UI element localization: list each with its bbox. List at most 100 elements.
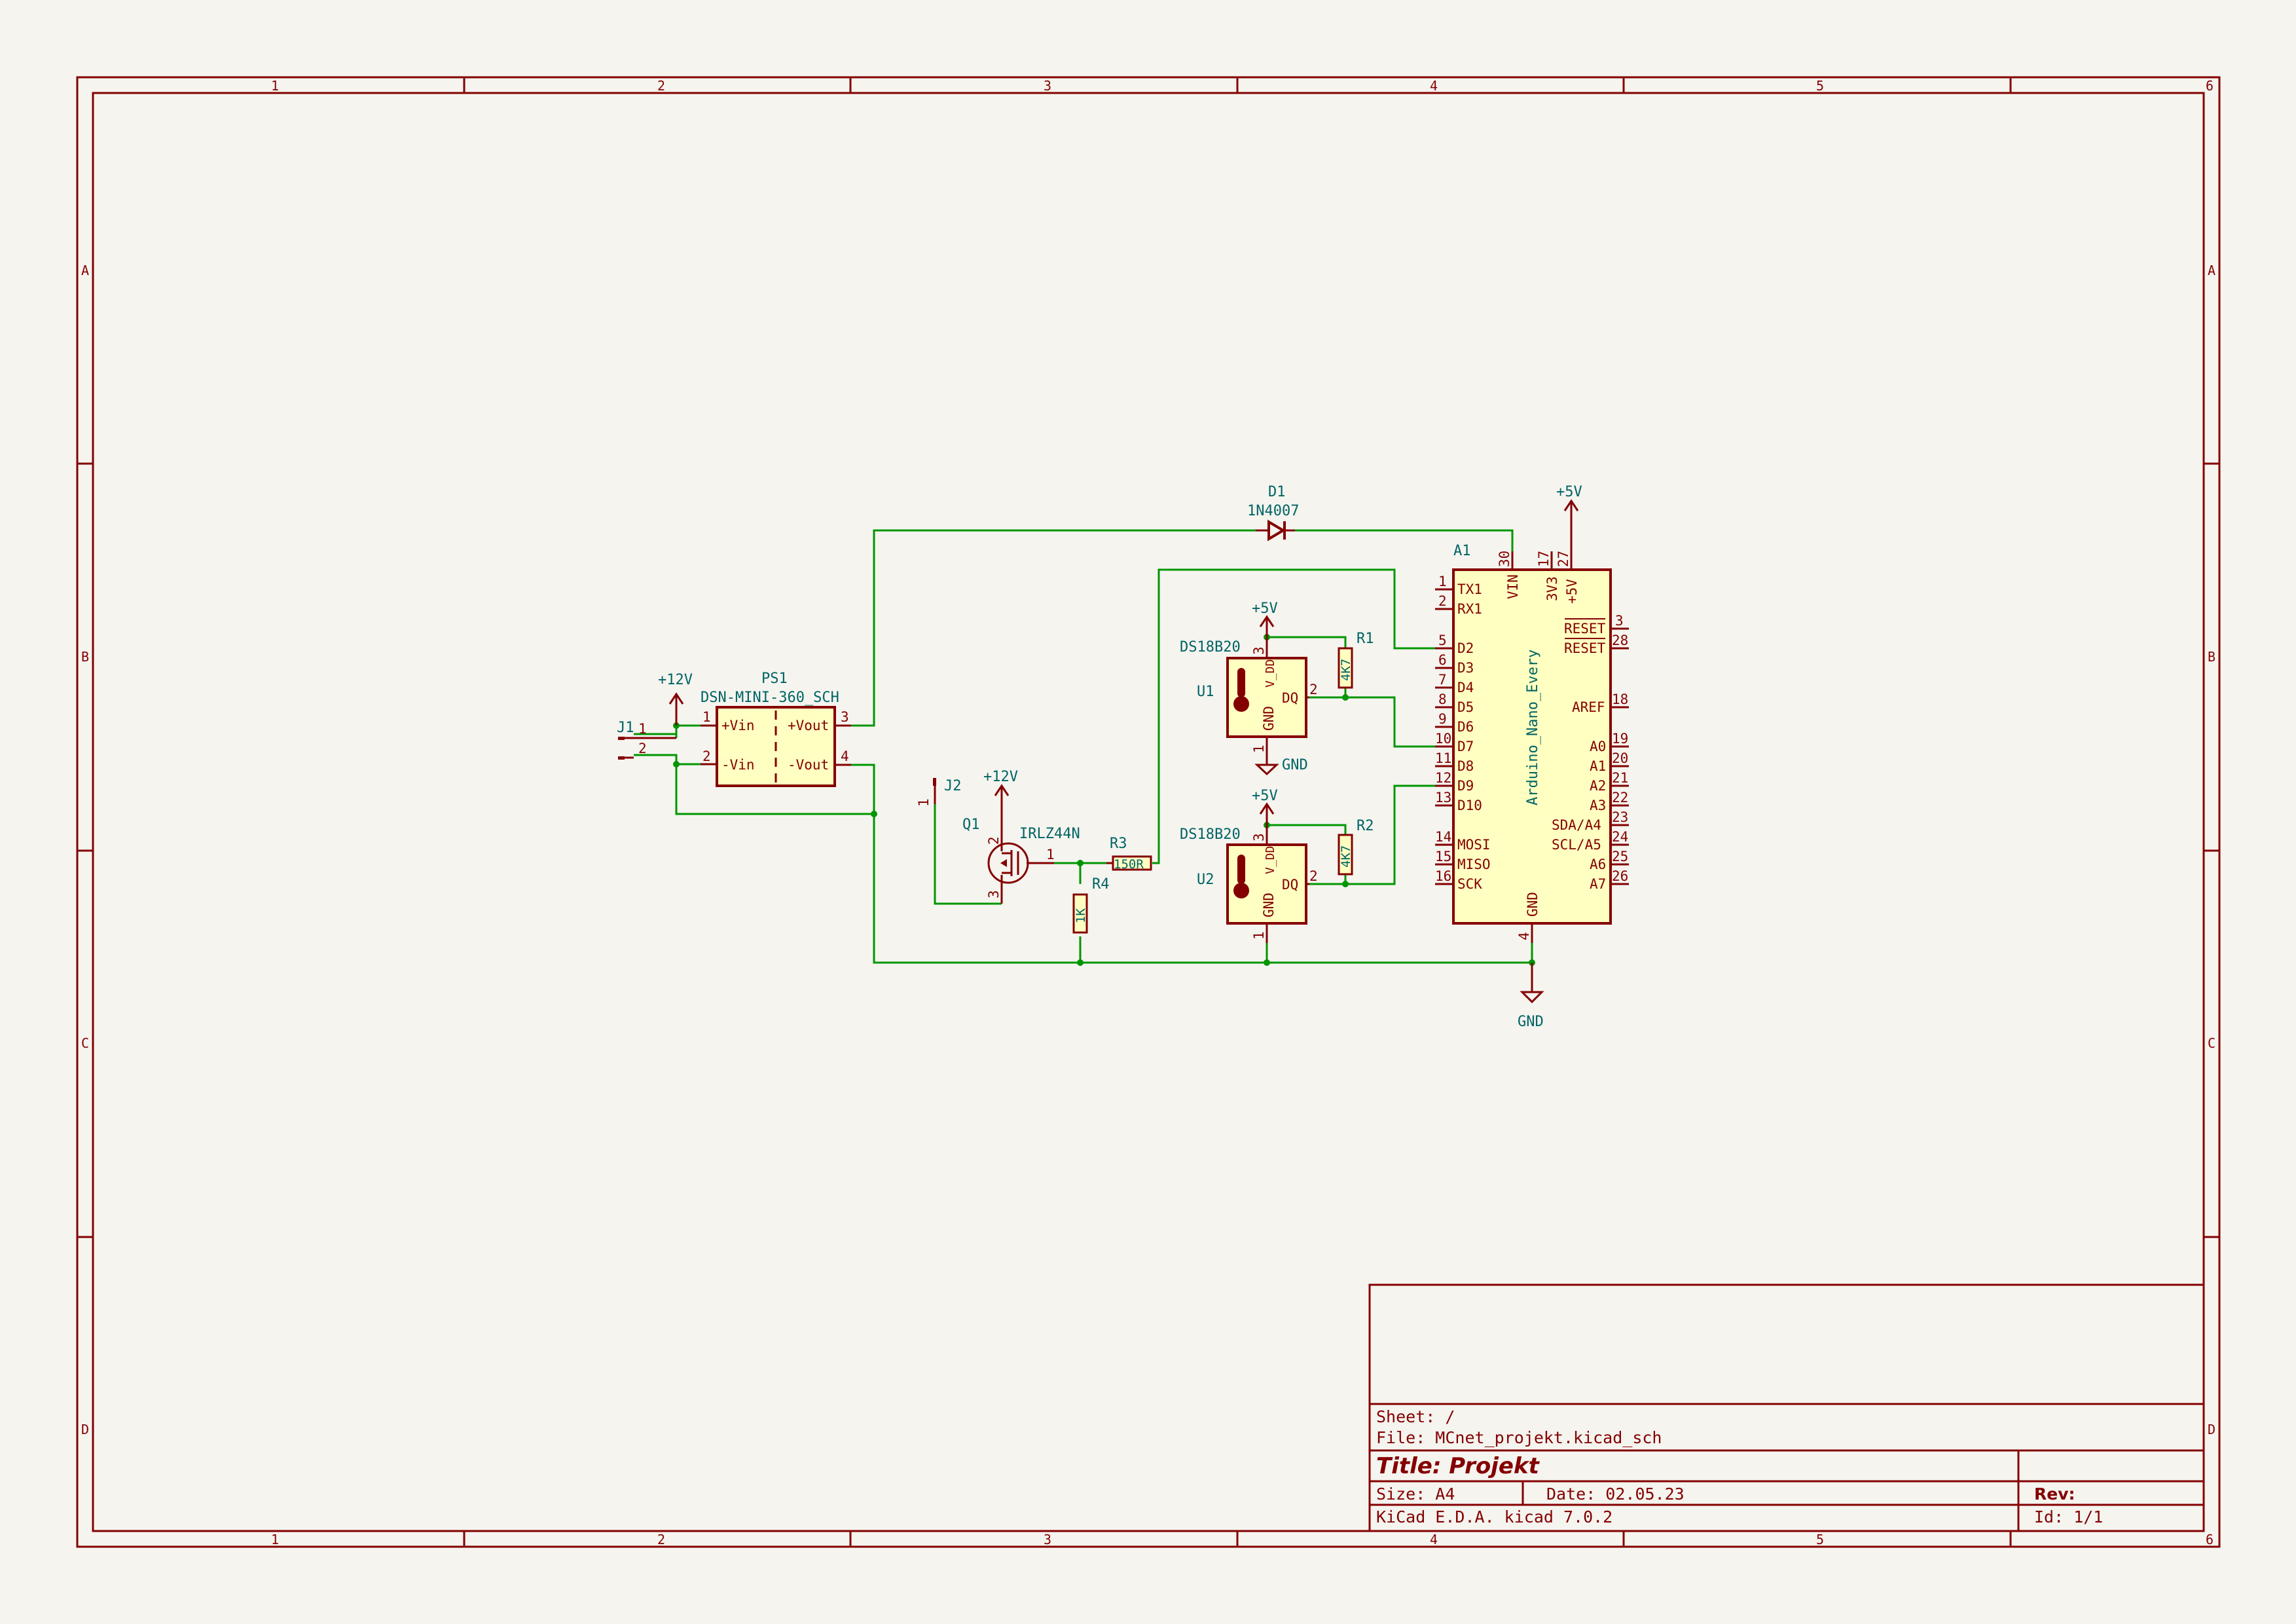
a1-pin-name-reset-b: RESET bbox=[1564, 640, 1606, 656]
a1-pin-27: 27 bbox=[1556, 551, 1571, 567]
a1-pin-21: 21 bbox=[1612, 770, 1628, 786]
title-block-title: Title: Projekt bbox=[1376, 1453, 1540, 1479]
a1-pin-name-aref: AREF bbox=[1572, 699, 1605, 715]
a1-pin-name-d6: D6 bbox=[1457, 719, 1474, 735]
temp-sensor-u1[interactable]: DS18B20 U1 V_DD DQ GND 3 2 1 bbox=[1180, 637, 1318, 753]
r1-ref: R1 bbox=[1357, 631, 1374, 647]
a1-pin-name-a7: A7 bbox=[1590, 876, 1606, 892]
thermometer-icon bbox=[1233, 668, 1249, 712]
resistor-r3[interactable]: R3 150R bbox=[1106, 836, 1152, 872]
title-block-rev: Rev: bbox=[2034, 1485, 2075, 1504]
resistor-r4[interactable]: R4 1K bbox=[1072, 876, 1110, 934]
u2-ref: U2 bbox=[1197, 872, 1214, 888]
title-block-file: File: MCnet_projekt.kicad_sch bbox=[1376, 1428, 1662, 1447]
zone-col-3-top: 3 bbox=[1044, 78, 1051, 94]
sheet-border: 1 2 3 4 5 6 1 2 3 4 5 6 A B C D A B C D bbox=[76, 76, 2221, 1548]
ps1-pin-3: 3 bbox=[841, 709, 849, 725]
r4-ref: R4 bbox=[1092, 876, 1110, 893]
a1-pin-name-vin: VIN bbox=[1505, 574, 1521, 599]
power-label-gnd-a: GND bbox=[1282, 757, 1308, 773]
zone-col-2-top: 2 bbox=[657, 78, 665, 94]
a1-pin-name-miso: MISO bbox=[1457, 857, 1491, 872]
j1-ref: J1 bbox=[617, 720, 634, 736]
title-block: Sheet: / File: MCnet_projekt.kicad_sch T… bbox=[1368, 1283, 2205, 1532]
a1-pin-name-3v3: 3V3 bbox=[1544, 576, 1560, 601]
diode-d1[interactable]: D1 1N4007 bbox=[1247, 484, 1299, 542]
u1-pin-name-dq: DQ bbox=[1282, 690, 1298, 706]
a1-pin-24: 24 bbox=[1612, 829, 1628, 845]
zone-col-6-bottom: 6 bbox=[2206, 1532, 2214, 1547]
power-label-12v-a: +12V bbox=[658, 672, 693, 688]
title-block-date: Date: 02.05.23 bbox=[1546, 1485, 1685, 1504]
u2-pin-3: 3 bbox=[1251, 833, 1267, 841]
mosfet-q1[interactable]: Q1 IRLZ44N 2 1 3 bbox=[962, 817, 1080, 904]
a1-pin-9: 9 bbox=[1438, 711, 1447, 727]
power-module-ps1[interactable]: PS1 DSN-MINI-360_SCH 1 2 3 4 +Vin -Vin +… bbox=[701, 671, 851, 787]
zone-col-3-bottom: 3 bbox=[1044, 1532, 1051, 1547]
q1-pin-1: 1 bbox=[1046, 847, 1055, 862]
a1-pin-name-d10: D10 bbox=[1457, 798, 1482, 813]
a1-pin-1: 1 bbox=[1438, 574, 1447, 589]
connector-j1[interactable]: J1 1 2 bbox=[617, 720, 676, 760]
zone-row-b-left: B bbox=[81, 649, 89, 665]
a1-pin-6: 6 bbox=[1438, 652, 1447, 668]
a1-right-pins bbox=[1565, 618, 1629, 885]
ps1-pin-name-vout-plus: +Vout bbox=[788, 718, 829, 733]
a1-pin-25: 25 bbox=[1612, 849, 1628, 864]
connector-j2[interactable]: J2 1 bbox=[916, 778, 962, 807]
title-block-id: Id: 1/1 bbox=[2034, 1507, 2103, 1526]
a1-pin-2: 2 bbox=[1438, 593, 1447, 609]
zone-row-c-left: C bbox=[81, 1035, 89, 1051]
ps1-pin-2: 2 bbox=[702, 748, 711, 764]
thermometer-icon bbox=[1233, 855, 1249, 898]
a1-pin-name-rx1: RX1 bbox=[1457, 601, 1482, 617]
ps1-value: DSN-MINI-360_SCH bbox=[701, 690, 839, 706]
a1-pin-17: 17 bbox=[1536, 551, 1552, 567]
a1-pin-20: 20 bbox=[1612, 750, 1628, 766]
u1-ref: U1 bbox=[1197, 684, 1214, 700]
ps1-pin-name-vin-minus: -Vin bbox=[721, 757, 755, 773]
zone-col-4-bottom: 4 bbox=[1430, 1532, 1438, 1547]
a1-pin-19: 19 bbox=[1612, 731, 1628, 747]
a1-pin-name-d7: D7 bbox=[1457, 739, 1474, 754]
temp-sensor-u2[interactable]: DS18B20 U2 V_DD DQ GND 3 2 1 bbox=[1180, 825, 1318, 943]
j1-pin-2: 2 bbox=[638, 741, 647, 756]
zone-col-5-top: 5 bbox=[1816, 78, 1824, 94]
a1-pin-30: 30 bbox=[1497, 551, 1512, 567]
zone-col-6-top: 6 bbox=[2206, 78, 2214, 94]
zone-col-4-top: 4 bbox=[1430, 78, 1438, 94]
u1-pin-name-gnd: GND bbox=[1261, 706, 1277, 731]
zone-row-d-right: D bbox=[2208, 1422, 2215, 1437]
u2-value: DS18B20 bbox=[1180, 826, 1241, 843]
ground-u1: GND bbox=[1254, 753, 1308, 776]
power-label-5v-c: +5V bbox=[1556, 484, 1582, 500]
a1-pin-11: 11 bbox=[1435, 750, 1451, 766]
a1-pin-3: 3 bbox=[1615, 613, 1624, 629]
power-5v-a1: +5V bbox=[1556, 484, 1582, 551]
a1-pin-name-d5: D5 bbox=[1457, 699, 1474, 715]
q1-pin-2: 2 bbox=[986, 836, 1002, 845]
ps1-pin-4: 4 bbox=[841, 748, 849, 764]
ground-main: GND bbox=[1518, 963, 1544, 1030]
q1-value: IRLZ44N bbox=[1019, 826, 1080, 842]
q1-pin-3: 3 bbox=[986, 890, 1002, 898]
a1-pin-26: 26 bbox=[1612, 868, 1628, 884]
a1-pin-name-sck: SCK bbox=[1457, 876, 1482, 892]
a1-pin-13: 13 bbox=[1435, 790, 1451, 805]
resistor-r2[interactable]: R2 4K7 bbox=[1338, 818, 1374, 876]
a1-pin-15: 15 bbox=[1435, 849, 1451, 864]
power-12v-ps1: +12V bbox=[658, 672, 693, 726]
a1-pin-name-d3: D3 bbox=[1457, 660, 1474, 676]
a1-pin-name-sda: SDA/A4 bbox=[1552, 817, 1601, 833]
a1-pin-name-d4: D4 bbox=[1457, 680, 1474, 695]
power-label-5v-a: +5V bbox=[1252, 600, 1278, 617]
j2-ref: J2 bbox=[944, 778, 962, 794]
zone-row-a-left: A bbox=[81, 263, 89, 278]
zone-row-c-right: C bbox=[2208, 1035, 2215, 1051]
a1-pin-7: 7 bbox=[1438, 672, 1447, 688]
resistor-r1[interactable]: R1 4K7 bbox=[1338, 631, 1374, 689]
arduino-a1[interactable]: A1 Arduino_Nano_Every 30 17 27 VIN 3V3 +… bbox=[1435, 543, 1629, 943]
u1-pin-3: 3 bbox=[1251, 646, 1267, 655]
a1-pin-name-d8: D8 bbox=[1457, 758, 1474, 774]
